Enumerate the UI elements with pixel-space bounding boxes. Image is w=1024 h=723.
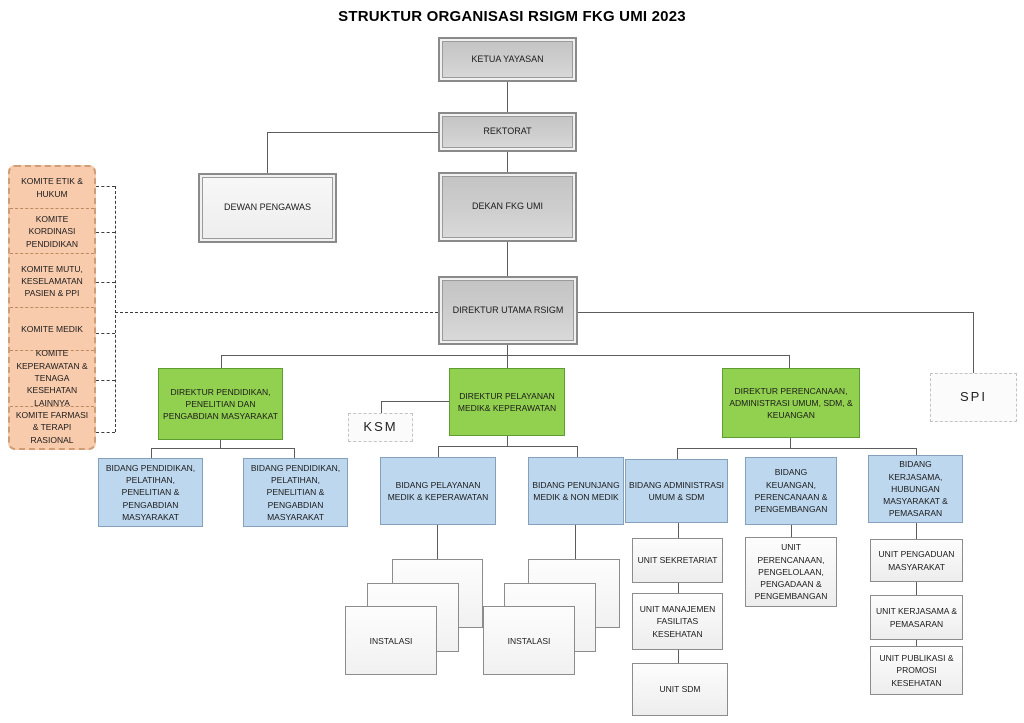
node-bidang-keuangan: BIDANG KEUANGAN, PERENCANAAN & PENGEMBAN…: [745, 457, 837, 525]
dashed-connector-line: [96, 282, 115, 283]
node-ksm: KSM: [348, 413, 413, 442]
connector-line: [438, 446, 577, 447]
dashed-connector-line: [96, 186, 115, 187]
connector-line: [916, 640, 917, 646]
connector-line: [437, 525, 438, 559]
node-direktur-utama-rsigm: DIREKTUR UTAMA RSIGM: [438, 276, 578, 345]
page-title: STRUKTUR ORGANISASI RSIGM FKG UMI 2023: [338, 8, 686, 25]
node-unit-kerjasama: UNIT KERJASAMA & PEMASARAN: [870, 595, 963, 640]
connector-line: [507, 436, 508, 446]
connector-line: [220, 440, 221, 448]
dashed-connector-line: [115, 312, 438, 313]
connector-line: [507, 82, 508, 112]
node-komite-etik-hukum: KOMITE ETIK & HUKUM: [10, 167, 94, 210]
connector-line: [381, 401, 382, 413]
connector-line: [790, 438, 791, 448]
dashed-connector-line: [96, 380, 115, 381]
connector-line: [789, 355, 790, 368]
node-spi: SPI: [930, 373, 1017, 422]
connector-line: [507, 345, 508, 355]
node-direktur-perencanaan: DIREKTUR PERENCANAAN, ADMINISTRASI UMUM,…: [722, 368, 860, 438]
connector-line: [507, 355, 508, 368]
connector-line: [677, 448, 678, 459]
node-unit-sdm: UNIT SDM: [632, 663, 728, 716]
dashed-connector-line: [96, 232, 115, 233]
connector-line: [916, 523, 917, 539]
connector-line: [221, 355, 222, 368]
node-bidang-kerjasama: BIDANG KERJASAMA, HUBUNGAN MASYARAKAT & …: [868, 455, 963, 523]
node-unit-pengaduan: UNIT PENGADUAN MASYARAKAT: [870, 539, 963, 582]
node-direktur-pendidikan: DIREKTUR PENDIDIKAN, PENELITIAN DAN PENG…: [158, 368, 283, 440]
node-bidang-pendidikan-2: BIDANG PENDIDIKAN, PELATIHAN, PENELITIAN…: [243, 458, 348, 527]
connector-line: [221, 355, 789, 356]
connector-line: [575, 525, 576, 559]
dashed-connector-line: [96, 432, 115, 433]
connector-line: [791, 525, 792, 537]
node-unit-sekretariat: UNIT SEKRETARIAT: [632, 538, 723, 583]
connector-line: [916, 582, 917, 595]
node-komite-kordinasi: KOMITE KORDINASI PENDIDIKAN: [10, 209, 94, 255]
node-instalasi-2: INSTALASI: [483, 606, 575, 675]
connector-line: [267, 132, 268, 173]
connector-line: [507, 152, 508, 172]
node-unit-publikasi: UNIT PUBLIKASI & PROMOSI KESEHATAN: [870, 646, 963, 695]
node-komite-medik: KOMITE MEDIK: [10, 308, 94, 351]
connector-line: [438, 446, 439, 457]
dashed-connector-line: [115, 186, 116, 432]
connector-line: [677, 448, 916, 449]
node-instalasi-1: INSTALASI: [345, 606, 437, 675]
node-unit-perencanaan: UNIT PERENCANAAN, PENGELOLAAN, PENGADAAN…: [745, 537, 837, 607]
connector-line: [916, 448, 917, 455]
node-komite-mutu: KOMITE MUTU, KESELAMATAN PASIEN & PPI: [10, 254, 94, 309]
node-direktur-pelayanan: DIREKTUR PELAYANAN MEDIK& KEPERAWATAN: [449, 368, 565, 436]
connector-line: [381, 401, 449, 402]
connector-line: [507, 242, 508, 276]
connector-line: [267, 132, 438, 133]
node-dewan-pengawas: DEWAN PENGAWAS: [198, 173, 337, 243]
connector-line: [973, 312, 974, 373]
node-bidang-pendidikan-1: BIDANG PENDIDIKAN, PELATIHAN, PENELITIAN…: [98, 458, 203, 527]
node-ketua-yayasan: KETUA YAYASAN: [438, 37, 577, 82]
node-komite-keperawatan: KOMITE KEPERAWATAN & TENAGA KESEHATAN LA…: [10, 348, 94, 408]
node-bidang-pelayanan-medik: BIDANG PELAYANAN MEDIK & KEPERAWATAN: [380, 457, 496, 525]
connector-line: [577, 446, 578, 457]
node-komite-farmasi: KOMITE FARMASI & TERAPI RASIONAL: [15, 409, 89, 445]
node-bidang-administrasi: BIDANG ADMINISTRASI UMUM & SDM: [625, 459, 728, 523]
connector-line: [678, 583, 679, 593]
connector-line: [678, 650, 679, 663]
connector-line: [151, 448, 152, 458]
connector-line: [678, 523, 679, 538]
connector-line: [578, 312, 973, 313]
node-unit-manajemen-fasilitas: UNIT MANAJEMEN FASILITAS KESEHATAN: [632, 593, 723, 650]
node-dekan-fkg-umi: DEKAN FKG UMI: [438, 172, 577, 242]
node-rektorat: REKTORAT: [438, 112, 577, 152]
dashed-connector-line: [96, 333, 115, 334]
connector-line: [151, 448, 294, 449]
komite-column: KOMITE ETIK & HUKUM KOMITE KORDINASI PEN…: [8, 165, 96, 450]
node-bidang-penunjang-medik: BIDANG PENUNJANG MEDIK & NON MEDIK: [528, 457, 624, 525]
connector-line: [294, 448, 295, 458]
